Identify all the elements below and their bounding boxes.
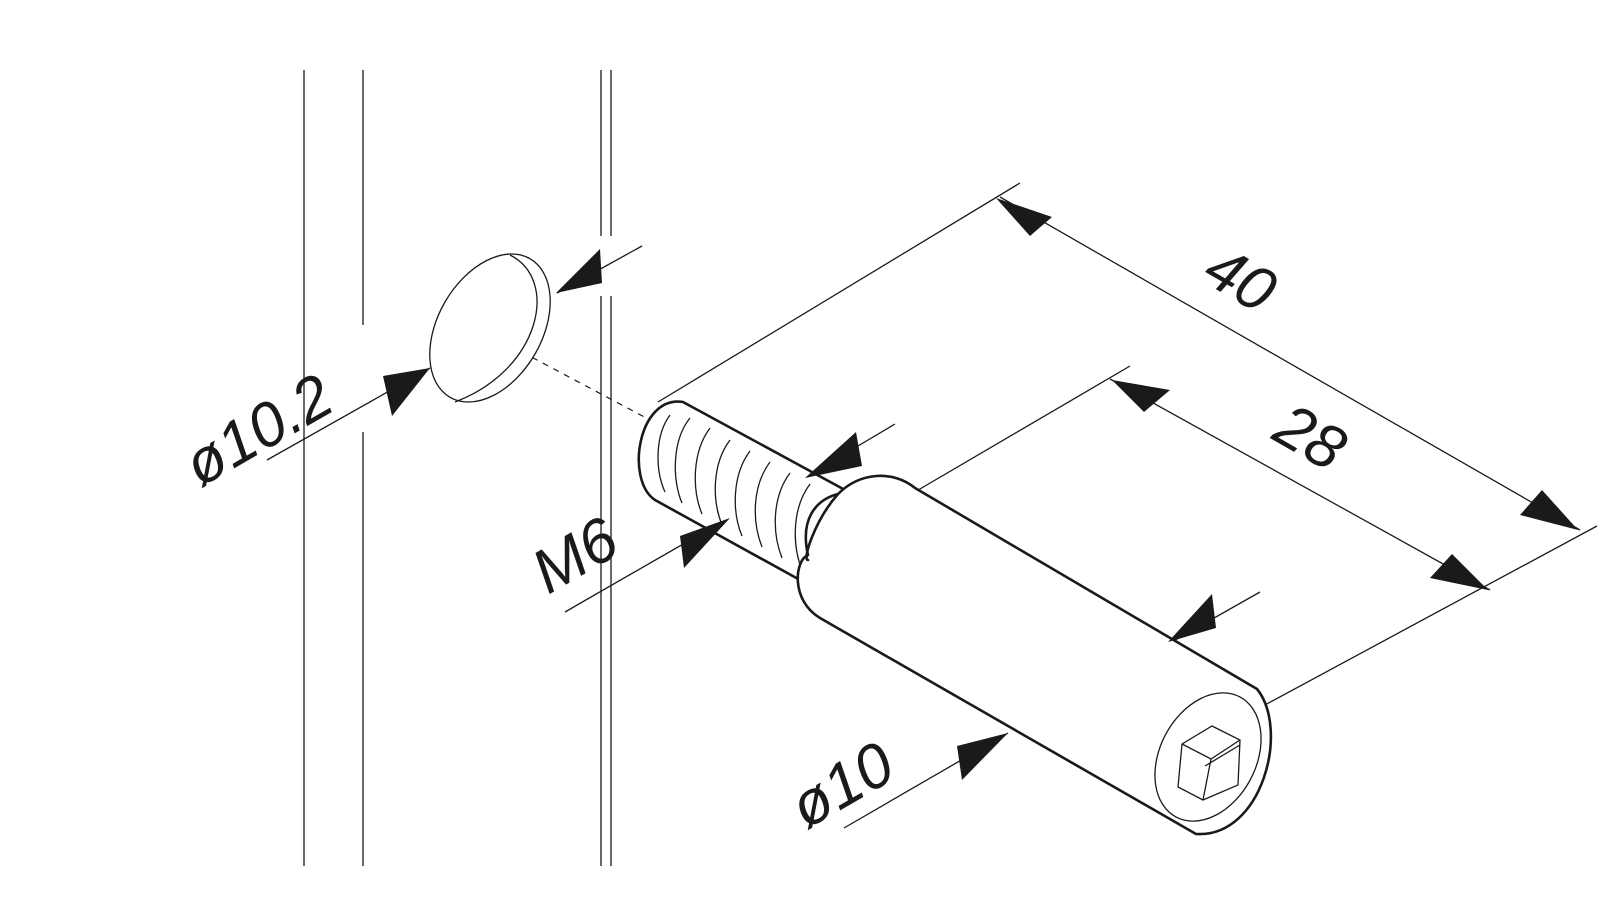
arrow-body-bottom	[957, 733, 1008, 780]
arrow-m6-top	[805, 432, 862, 478]
cover-cap	[429, 253, 551, 403]
arrow-40-right	[1520, 490, 1578, 530]
arrow-28-left	[1112, 380, 1170, 412]
cylinder-body	[796, 474, 1273, 836]
dimension-arrows	[383, 198, 1578, 780]
threaded-stud	[637, 400, 847, 582]
arrow-cap-top	[556, 249, 602, 293]
arrow-body-top	[1168, 594, 1216, 642]
thread-m6-label: M6	[521, 504, 631, 607]
arrow-cap-bottom	[383, 368, 430, 416]
panel-lines	[303, 70, 612, 866]
cap-diameter-label: ø10.2	[173, 361, 345, 500]
dimension-28-label: 28	[1262, 390, 1358, 485]
dimension-40-label: 40	[1193, 232, 1287, 326]
arrow-28-right	[1430, 554, 1488, 590]
arrow-m6-bottom	[680, 518, 730, 568]
body-diameter-label: ø10	[779, 729, 906, 842]
arrow-40-left	[996, 198, 1052, 236]
